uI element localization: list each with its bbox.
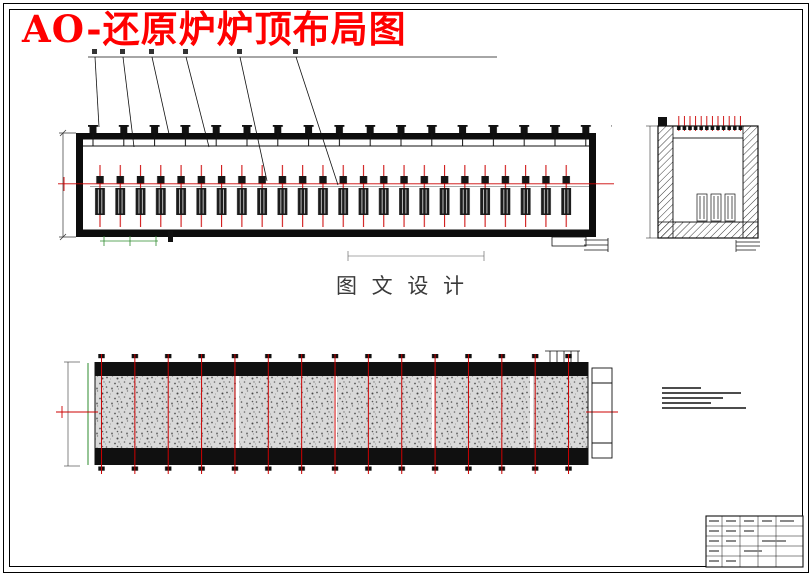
plan-dimension-left bbox=[59, 129, 76, 241]
plan-electrode-row bbox=[90, 165, 577, 227]
section-inner-components bbox=[696, 193, 736, 222]
elevation-centerline-stubs bbox=[56, 406, 618, 418]
elevation-detail-top-right bbox=[545, 350, 580, 362]
plan-dimension-bottom bbox=[347, 251, 485, 261]
plan-detail-probe bbox=[168, 231, 173, 242]
plan-detail-bottom-right bbox=[551, 236, 609, 252]
section-view bbox=[646, 116, 760, 252]
section-detail-bottom-right bbox=[735, 240, 760, 252]
notes-lines bbox=[662, 387, 746, 409]
elevation-view bbox=[56, 350, 618, 474]
elevation-dimension-left bbox=[64, 361, 80, 467]
plan-roof-fittings bbox=[88, 124, 612, 146]
section-wall-bottom bbox=[657, 221, 759, 239]
elevation-end-cap-right bbox=[591, 367, 613, 459]
section-burner-row bbox=[676, 116, 743, 138]
section-dimension-left bbox=[646, 125, 658, 239]
drawing-title: AO-还原炉炉顶布局图 bbox=[22, 7, 407, 51]
section-wall-left bbox=[657, 125, 674, 239]
title-block-grid bbox=[706, 516, 803, 567]
elevation-axes bbox=[97, 354, 598, 474]
section-corner-block bbox=[658, 117, 667, 126]
title-block-outline bbox=[705, 515, 804, 568]
title-block-text-hints bbox=[709, 520, 794, 562]
plan-view bbox=[58, 124, 614, 261]
title-block bbox=[705, 515, 804, 568]
leader-lines bbox=[88, 49, 497, 186]
section-wall-right bbox=[742, 125, 759, 239]
watermark-caption: 图 文 设 计 bbox=[336, 274, 469, 298]
plan-detail-bottom-left bbox=[100, 236, 158, 246]
